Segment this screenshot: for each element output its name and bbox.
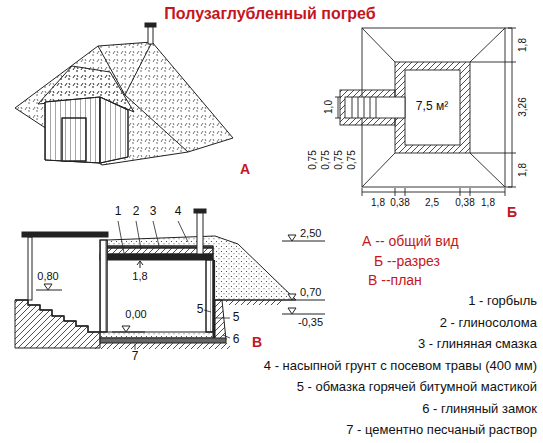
callout-number: 1 [115, 205, 122, 218]
section-drawing-part [288, 294, 296, 300]
section-drawing-part [215, 300, 226, 340]
part-note: 6 - глиняный замок [422, 402, 537, 416]
section-drawing-part [100, 338, 226, 343]
section-drawing-part [100, 254, 213, 260]
section-drawing-part [22, 232, 108, 237]
part-note: 3 - глиняная смазка [418, 337, 537, 351]
section-drawing-part [197, 212, 203, 254]
dimension: 1,8 [132, 270, 147, 282]
level-mark: 0,00 [125, 308, 146, 320]
section-drawing-part [95, 343, 230, 349]
callout-number: 5 [197, 303, 204, 316]
dimension: 0,38 [390, 197, 409, 208]
general-view-part [62, 118, 86, 161]
dimension: 1,8 [517, 163, 528, 177]
view-letter: Б [507, 205, 517, 220]
plan-drawing-part [335, 97, 341, 118]
title: Полузаглубленный погреб [164, 5, 375, 23]
general-view-part [148, 26, 153, 44]
general-view-part [125, 42, 152, 95]
general-view-part [145, 23, 156, 27]
callout-number: 5 [233, 311, 240, 324]
view-letter: В [252, 335, 262, 350]
dimension: 0,75 [307, 150, 318, 169]
section-drawing-part [36, 241, 325, 332]
dimension: 1,8 [517, 38, 528, 52]
plan-drawing-part [395, 62, 470, 153]
area-label: 7,5 м² [416, 100, 448, 113]
plan-drawing-part [362, 28, 395, 62]
callout-number: 4 [175, 205, 182, 218]
section-drawing-part [28, 237, 32, 300]
plan-drawing-part [470, 153, 505, 187]
section-drawing-part [226, 300, 282, 305]
plan-drawing-part [345, 97, 405, 118]
part-note: 7 - цементно песчаный раствор [346, 423, 537, 437]
section-drawing-part [44, 284, 52, 290]
general-view-part [100, 97, 128, 163]
callout-number: 6 [233, 333, 240, 346]
dimension: 0,38 [455, 197, 474, 208]
general-view [15, 23, 233, 165]
section-drawing-part [15, 300, 100, 348]
plan-drawing-part [405, 70, 460, 145]
plan-drawing [335, 28, 516, 196]
part-note: 1 - горбыль [468, 294, 537, 308]
part-note: 5 - обмазка горячей битумной мастикой [297, 380, 537, 394]
plan-drawing-part [352, 97, 376, 118]
section-drawing-part [206, 260, 213, 332]
section-drawing-part [100, 332, 213, 338]
general-view-part [45, 97, 100, 163]
dimension: 2,5 [425, 197, 439, 208]
section-drawing-part [118, 221, 230, 350]
section-drawing-part [122, 326, 130, 332]
section-drawing-part [100, 240, 107, 332]
plan-drawing-part [362, 188, 505, 196]
section-drawing-part [137, 261, 143, 268]
section-drawing-part [15, 300, 100, 332]
general-view-part [45, 97, 100, 163]
dimension: 1,8 [481, 197, 495, 208]
section-drawing-part [206, 260, 213, 332]
part-note: 4 - насыпной грунт с посевом травы (400 … [264, 359, 537, 373]
dimension: 0,75 [320, 150, 331, 169]
section-drawing-part [288, 308, 296, 314]
callout-number: 7 [132, 350, 139, 363]
view-key: В --план [368, 273, 422, 288]
part-note: 2 - глиносолома [440, 316, 537, 330]
dimension: 1,0 [323, 100, 334, 114]
section-drawing [15, 209, 325, 350]
plan-drawing-part [362, 153, 395, 187]
section-drawing-part [194, 209, 206, 213]
section-drawing-part [100, 240, 107, 332]
dimension: 1,8 [371, 197, 385, 208]
dimension: 3,26 [517, 97, 528, 116]
plan-drawing-part [470, 28, 505, 62]
callout-number: 2 [133, 205, 140, 218]
view-key: Б --разрез [374, 254, 440, 269]
plan-drawing-part [470, 28, 516, 187]
general-view-part [62, 118, 86, 161]
general-view-part [15, 42, 233, 165]
level-mark: -0,35 [298, 316, 323, 328]
general-view-part [100, 97, 128, 163]
dimension: 0,75 [346, 150, 357, 169]
dimension: 0,75 [333, 150, 344, 169]
level-mark: 2,50 [300, 227, 321, 239]
view-letter: А [240, 162, 250, 177]
level-mark: 0,70 [300, 286, 321, 298]
level-mark: 0,80 [37, 270, 58, 282]
view-key: А -- общий вид [362, 234, 459, 249]
callout-number: 3 [150, 205, 157, 218]
section-drawing-part [288, 235, 296, 241]
